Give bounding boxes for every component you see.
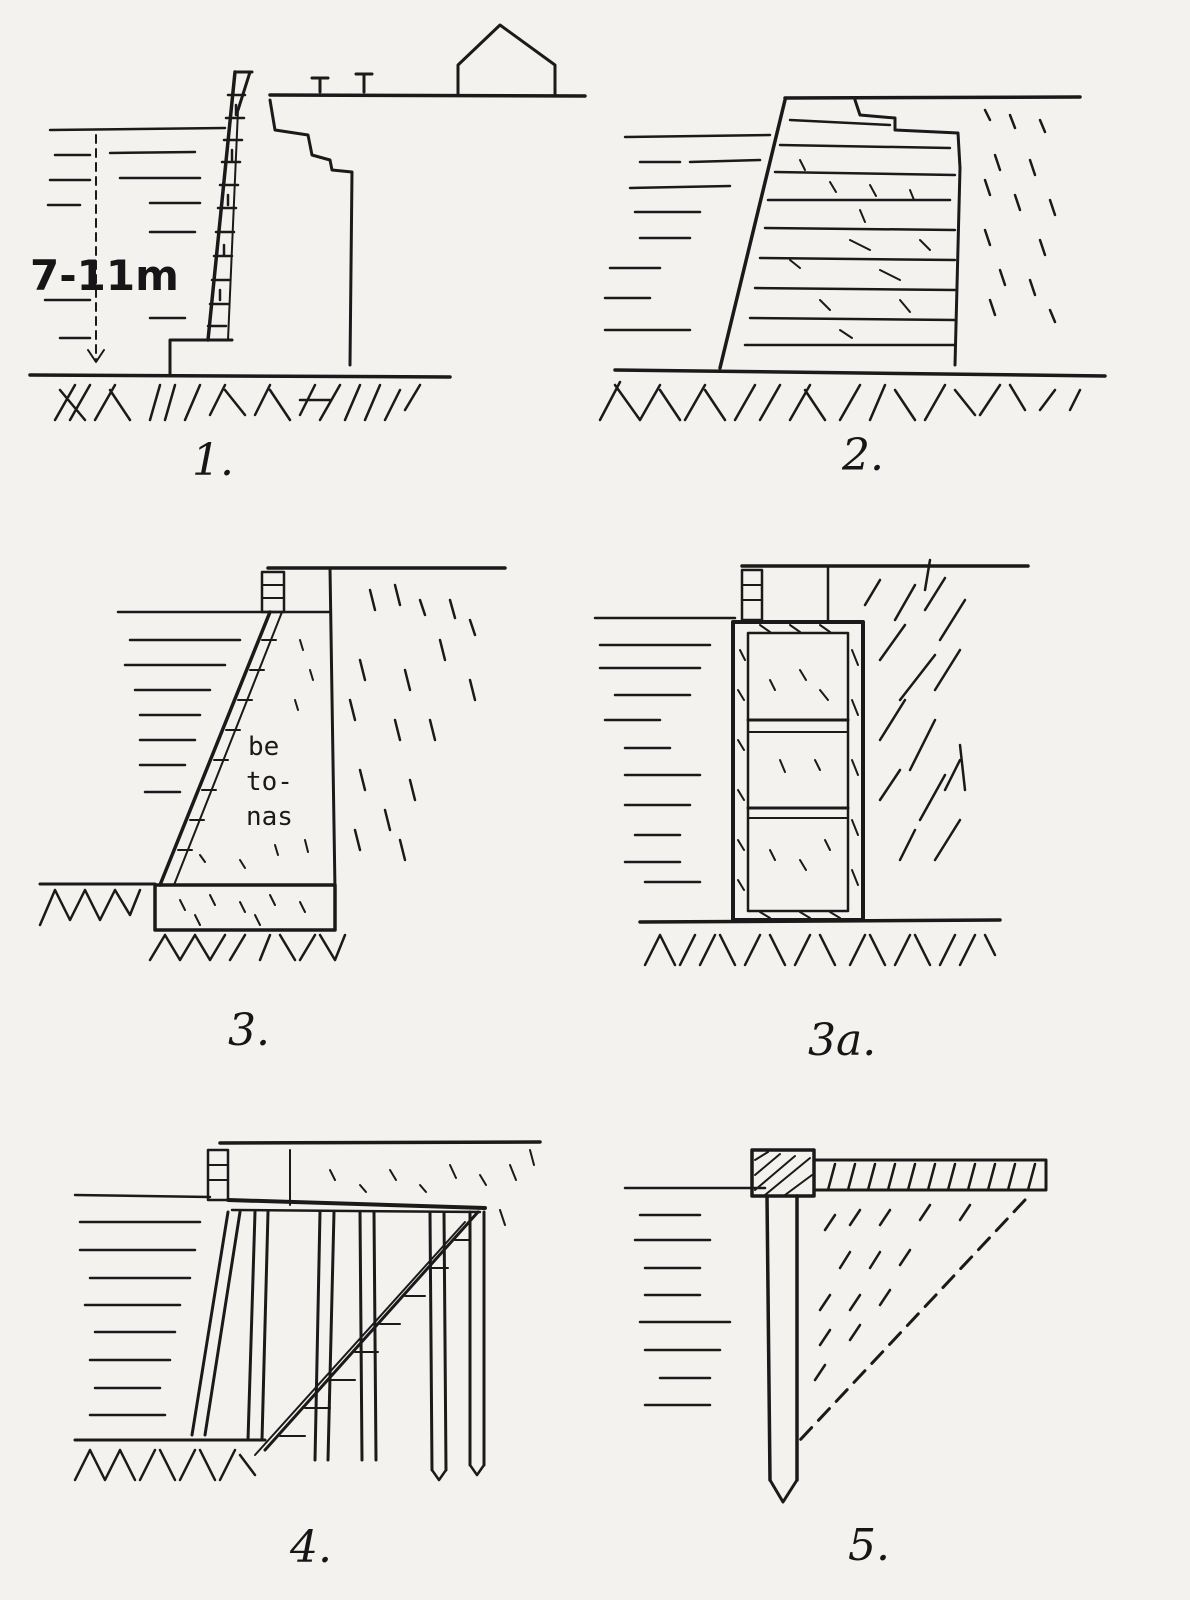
water-lines <box>43 126 227 340</box>
figure-label-3: 3. <box>228 1005 270 1056</box>
figure-1-gravity-wall: 7-11m 1. <box>28 23 587 486</box>
figure-3a-caisson-wall: 3a. <box>593 558 1030 1066</box>
wall-courses <box>743 118 957 347</box>
figure-label-3a: 3a. <box>808 1015 876 1066</box>
fill-texture <box>789 159 931 339</box>
figure-label-1: 1. <box>192 435 234 486</box>
figure-label-4: 4. <box>289 1522 332 1573</box>
material-text-line-2: to- <box>246 767 293 797</box>
backfill-dashes <box>983 108 1057 324</box>
backfill-dashes <box>348 583 477 862</box>
base-texture <box>179 894 306 926</box>
figure-2-sloped-wall: 2. <box>598 95 1107 481</box>
concrete-texture <box>199 639 314 869</box>
figure-4-pile-platform: 4. <box>73 1140 542 1573</box>
backfill-dashes <box>813 1203 972 1382</box>
figure-label-2: 2. <box>841 430 884 481</box>
deck-hatching <box>826 1162 1037 1192</box>
backfill-strokes <box>863 558 967 862</box>
soil-hatching <box>643 933 997 967</box>
soil-hatching <box>598 380 1082 422</box>
masonry-courses <box>206 93 247 328</box>
water-lines <box>73 1193 212 1417</box>
figure-3-concrete-wall: be to- nas 3. <box>38 566 507 1056</box>
material-text-line-3: nas <box>246 802 293 832</box>
figure-label-5: 5. <box>848 1520 890 1571</box>
water-lines <box>593 616 737 884</box>
height-annotation: 7-11m <box>30 251 179 300</box>
brace-hatching <box>279 1239 471 1437</box>
soil-hatching <box>53 383 422 422</box>
figure-5-sheet-pile: 5. <box>623 1148 1048 1571</box>
water-lines <box>623 1186 767 1407</box>
caisson-fill-texture <box>769 669 831 871</box>
soil-hatching <box>148 933 347 962</box>
water-lines <box>116 610 332 794</box>
deck-texture <box>329 1149 535 1226</box>
material-text-line-1: be <box>248 732 279 762</box>
soil-hatching <box>73 1448 257 1482</box>
water-lines <box>603 133 772 332</box>
caisson-hatching <box>737 624 859 919</box>
